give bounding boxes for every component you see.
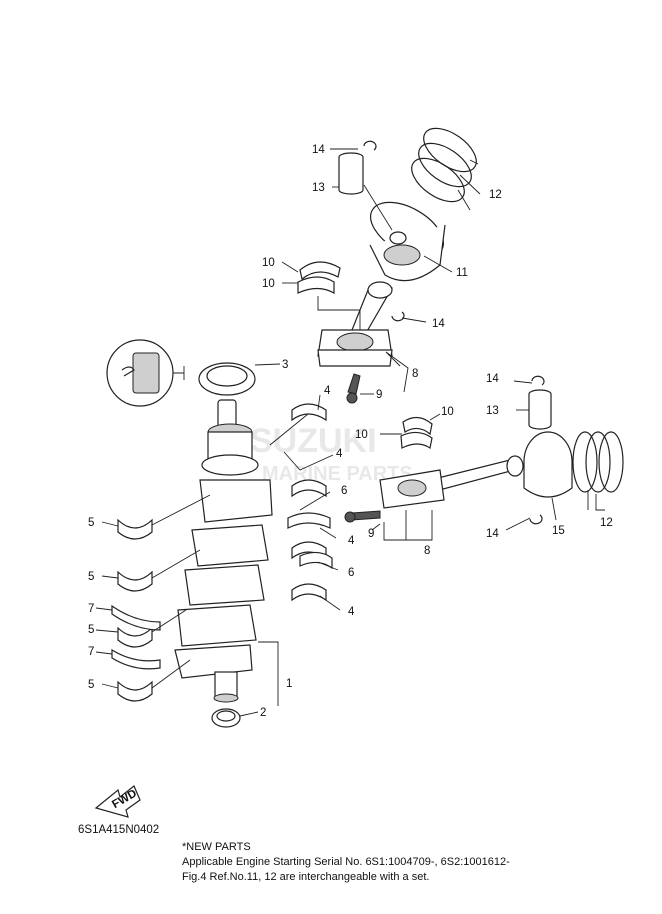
bearing-2 (211, 708, 241, 728)
callout-15: 15 (552, 525, 565, 537)
oil-seal-3 (198, 362, 256, 396)
callout-4-b: 4 (336, 448, 343, 460)
thrust-bearings-6 (287, 512, 333, 570)
callout-numbers: 14 13 12 11 10 10 14 3 8 9 4 4 6 4 6 4 5… (88, 144, 613, 719)
clip-14-lower-bottom (529, 514, 543, 525)
connecting-rod-8-lower (379, 455, 524, 509)
callout-6-b: 6 (348, 567, 354, 579)
callout-5-b: 5 (88, 571, 94, 583)
callout-8-b: 8 (424, 545, 430, 557)
callout-10-b: 10 (262, 278, 275, 290)
callout-5-c: 5 (88, 624, 94, 636)
callout-14-c: 14 (486, 373, 499, 385)
callout-12-b: 12 (600, 517, 613, 529)
callout-8-a: 8 (412, 368, 418, 380)
callout-14-b: 14 (432, 318, 445, 330)
notes-line-new-parts: *NEW PARTS (182, 841, 251, 853)
seal-inset (106, 339, 185, 407)
callout-5-d: 5 (88, 679, 94, 691)
notes-line-interchange: Fig.4 Ref.No.11, 12 are interchangeable … (182, 871, 430, 883)
crankshaft-1 (174, 399, 273, 703)
leader-lines (95, 148, 605, 717)
callout-3: 3 (282, 359, 288, 371)
notes-line-serial: Applicable Engine Starting Serial No. 6S… (182, 856, 510, 868)
main-bearings-5 (117, 518, 153, 702)
watermark: SUZUKI MARINE PARTS (250, 422, 413, 485)
callout-2: 2 (260, 707, 266, 719)
callout-12-a: 12 (489, 189, 502, 201)
callout-5-a: 5 (88, 517, 94, 529)
clip-14-mid (391, 311, 405, 322)
callout-1: 1 (286, 678, 292, 690)
callout-4-c: 4 (348, 535, 355, 547)
bearing-10-lower-b (400, 431, 433, 449)
callout-13-a: 13 (312, 182, 325, 194)
thrust-washers-7 (111, 604, 161, 670)
piston-rings-12-top (411, 127, 477, 203)
callout-10-c: 10 (441, 406, 454, 418)
piston-11-top (369, 201, 446, 282)
bolt-9-lower (344, 510, 381, 523)
callout-7-b: 7 (88, 646, 94, 658)
callout-10-d: 10 (355, 429, 368, 441)
bearing-10-lower-a (402, 416, 433, 436)
upper-piston-assembly (297, 127, 477, 404)
clip-14-top (363, 140, 377, 151)
main-bearings-4 (291, 403, 327, 602)
piston-rings-12-lower (572, 431, 624, 493)
callout-7-a: 7 (88, 603, 94, 615)
callout-4-a: 4 (324, 385, 331, 397)
piston-pin-13-lower (528, 389, 552, 430)
callout-9-a: 9 (376, 389, 382, 401)
piston-pin-13-top (338, 152, 364, 195)
callout-13-b: 13 (486, 405, 499, 417)
callout-14-a: 14 (312, 144, 325, 156)
bearing-10-lower (297, 276, 335, 295)
fwd-arrow: FWD (94, 785, 141, 818)
callout-10-a: 10 (262, 257, 275, 269)
clip-14-lower-top (531, 375, 545, 386)
watermark-sub: MARINE PARTS (262, 463, 413, 485)
watermark-brand: SUZUKI (250, 422, 377, 460)
piston-11-lower (523, 431, 573, 498)
connecting-rod-8-top (317, 281, 393, 367)
notes-block: *NEW PARTS Applicable Engine Starting Se… (182, 840, 510, 885)
callout-14-d: 14 (486, 528, 499, 540)
callout-6-a: 6 (341, 485, 347, 497)
callout-9-b: 9 (368, 528, 374, 540)
lower-piston-assembly (344, 375, 624, 525)
callout-4-d: 4 (348, 606, 355, 618)
callout-11: 11 (456, 267, 468, 279)
bearing-10-upper (299, 261, 341, 281)
bolt-9-top (346, 373, 361, 404)
diagram-code: 6S1A415N0402 (78, 824, 160, 836)
